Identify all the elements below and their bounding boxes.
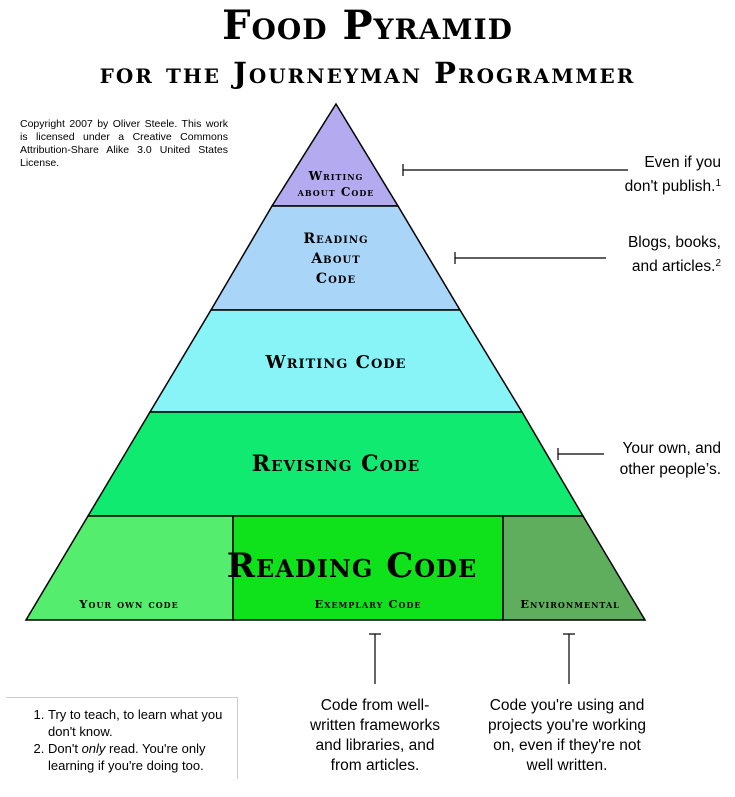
base-environmental <box>502 515 647 621</box>
footnote-ref-1: 1 <box>715 178 721 189</box>
label-your-own-code: Your own code <box>78 597 178 611</box>
annotation-publish-text: don't publish. <box>624 178 716 195</box>
note-environmental-line2: projects you're working <box>487 717 647 734</box>
footnote-ref-2: 2 <box>715 258 721 269</box>
footnote-2-suffix: read. You're only learning if you're doi… <box>48 741 206 773</box>
note-environmental-line4: well written. <box>526 757 608 774</box>
note-exemplary-line4: from articles. <box>330 757 420 774</box>
annotation-own: Your own, and other people’s. <box>620 438 721 480</box>
footnotes-box: Try to teach, to learn what you don't kn… <box>6 697 238 779</box>
note-exemplary-line2: written frameworks <box>309 717 441 734</box>
annotation-publish-line2: don't publish.1 <box>625 173 721 197</box>
label-reading-about-code-1: Reading <box>303 231 368 247</box>
annotation-publish: Even if you don't publish.1 <box>625 152 721 197</box>
note-exemplary-line3: and libraries, and <box>315 737 435 754</box>
copyright-notice: Copyright 2007 by Oliver Steele. This wo… <box>20 118 228 169</box>
note-environmental: Code you're using and projects you're wo… <box>472 696 662 776</box>
footnote-1: Try to teach, to learn what you don't kn… <box>48 706 233 740</box>
note-exemplary-code: Code from well- written frameworks and l… <box>295 696 455 776</box>
annotation-blogs-line1: Blogs, books, <box>627 234 721 251</box>
footnote-2: Don't only read. You're only learning if… <box>48 740 233 774</box>
note-exemplary-line1: Code from well- <box>320 697 430 714</box>
annotation-blogs-line2: and articles.2 <box>628 253 721 277</box>
footnote-2-prefix: Don't <box>48 741 82 756</box>
page-subtitle: for the Journeyman Programmer <box>99 56 636 90</box>
page-title: Food Pyramid <box>222 2 513 49</box>
label-environmental: Environmental <box>520 597 620 611</box>
label-writing-about-code-2: about Code <box>297 185 375 199</box>
annotation-publish-line1: Even if you <box>644 154 721 171</box>
annotation-lines <box>369 164 628 684</box>
label-writing-about-code-1: Writing <box>308 169 364 183</box>
note-environmental-line3: on, even if they're not <box>493 737 641 754</box>
label-reading-about-code-2: About <box>310 251 360 267</box>
annotation-own-line2: other people’s. <box>619 461 721 478</box>
label-revising-code: Revising Code <box>252 451 420 477</box>
footnote-2-emphasis: only <box>81 741 106 756</box>
annotation-blogs-text: and articles. <box>631 258 716 275</box>
annotation-own-line1: Your own, and <box>622 440 721 457</box>
label-reading-about-code-3: Code <box>316 271 356 287</box>
note-environmental-line1: Code you're using and <box>489 697 645 714</box>
label-reading-code: Reading Code <box>227 546 478 586</box>
footnotes-list: Try to teach, to learn what you don't kn… <box>6 706 233 774</box>
label-writing-code: Writing Code <box>265 352 407 373</box>
annotation-blogs: Blogs, books, and articles.2 <box>628 232 721 277</box>
label-exemplary-code: Exemplary Code <box>314 597 421 611</box>
